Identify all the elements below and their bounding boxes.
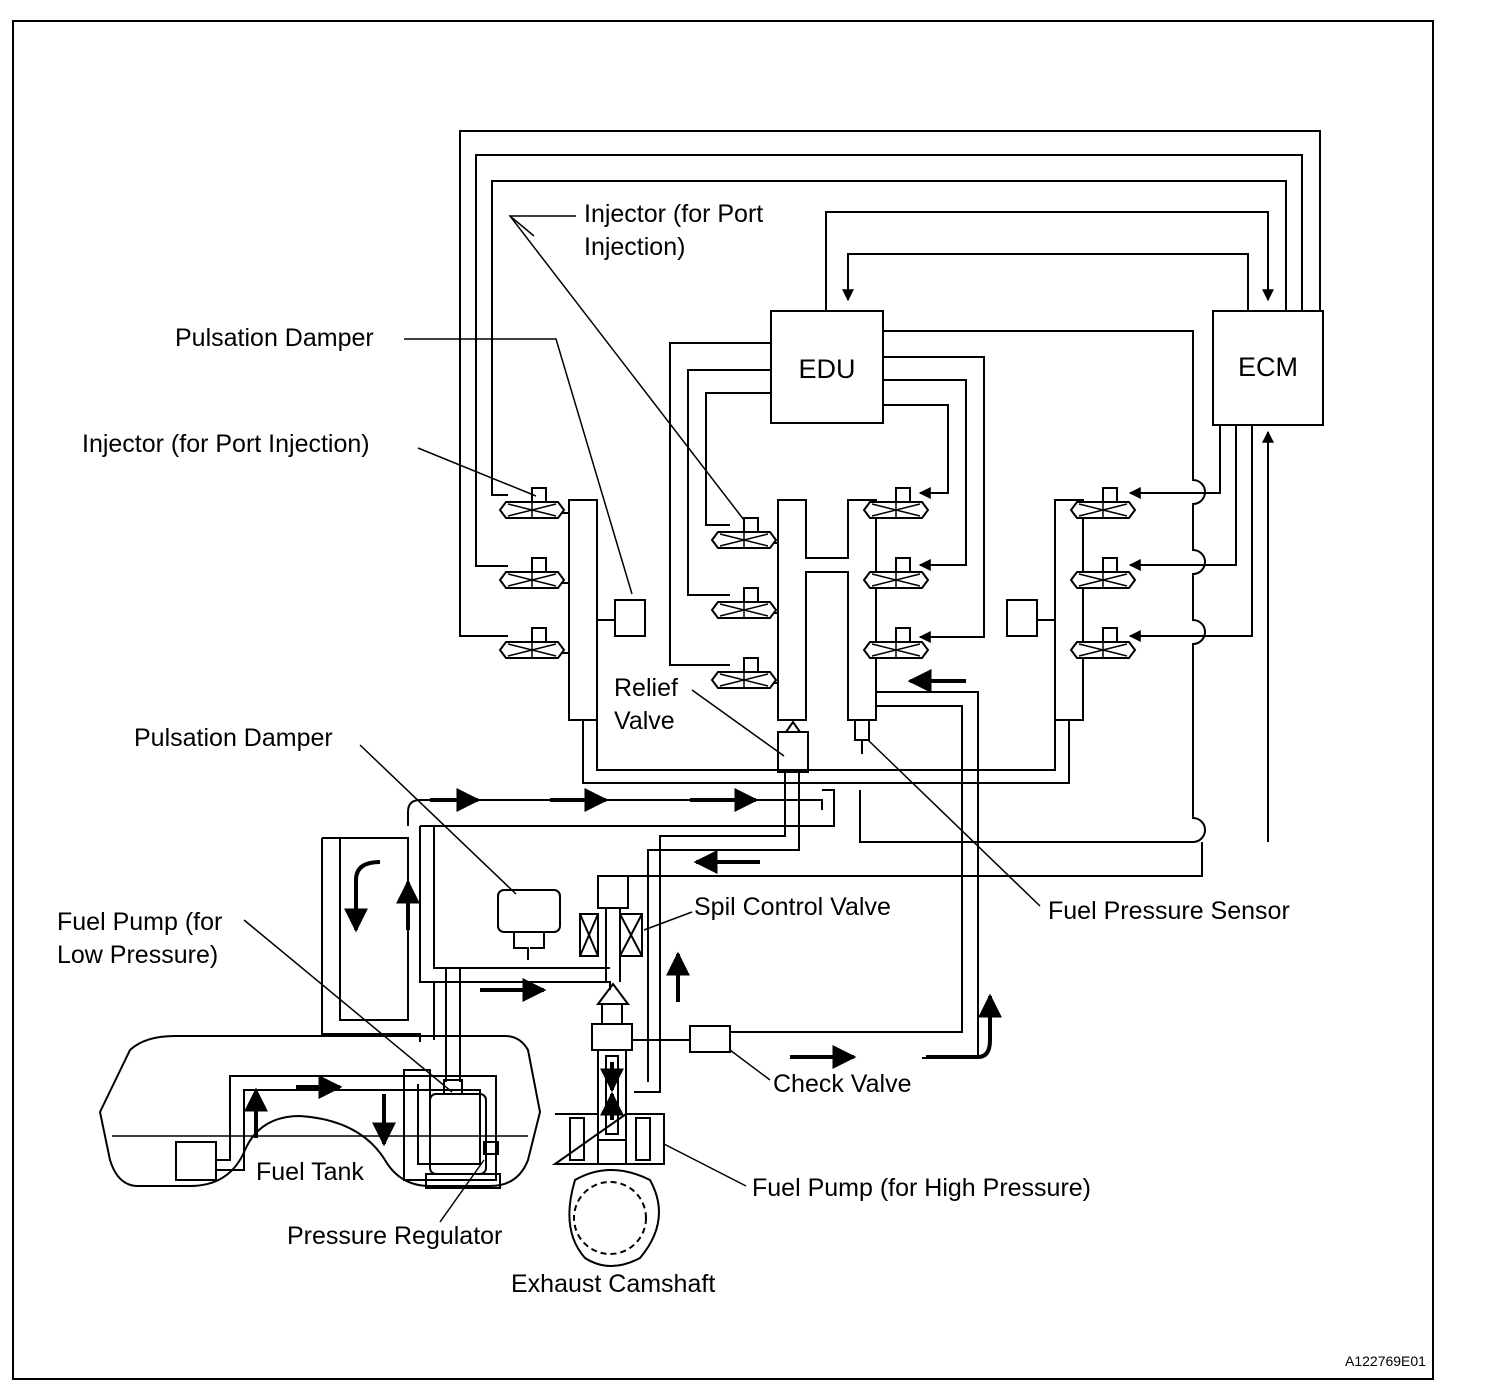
leader-lines bbox=[243, 215, 1041, 1223]
label-fuel-pump-low: Fuel Pump (for Low Pressure) bbox=[57, 908, 223, 969]
wire-edu-inj-r2 bbox=[883, 379, 967, 571]
figure-code: A122769E01 bbox=[1345, 1353, 1426, 1369]
label-relief-valve: Relief Valve bbox=[614, 674, 678, 735]
wire-edu-inj-r1 bbox=[883, 404, 949, 499]
edu-label: EDU bbox=[798, 354, 856, 384]
wire-edu-sensor-loop bbox=[859, 330, 1206, 843]
pressure-regulator-body bbox=[483, 1141, 499, 1155]
wire-edu-inj-l3 bbox=[669, 342, 771, 666]
hp-pump-housing bbox=[551, 1113, 665, 1165]
spill-valve-head bbox=[597, 875, 629, 909]
ecm-box bbox=[1212, 310, 1324, 426]
label-spill-control-valve: Spil Control Valve bbox=[694, 893, 891, 921]
injectors bbox=[499, 487, 1136, 689]
right-delivery-pipe bbox=[1054, 499, 1084, 721]
diagram-frame bbox=[12, 20, 1434, 1380]
wire-ecm-inj-right-3 bbox=[1128, 425, 1253, 642]
exhaust-camshaft-lobe bbox=[568, 1169, 660, 1267]
high-pressure-feed-line bbox=[730, 705, 963, 1033]
label-check-valve: Check Valve bbox=[773, 1070, 912, 1098]
wire-edu-to-ecm bbox=[825, 211, 1274, 312]
flow-arrows bbox=[244, 669, 1002, 1147]
high-pressure-delivery-pipe bbox=[777, 499, 877, 721]
feed-to-gallery bbox=[407, 789, 835, 827]
fuel-tank-outline bbox=[98, 1035, 542, 1187]
wire-edu-inj-r3 bbox=[883, 356, 985, 643]
pulsation-damper-left bbox=[614, 599, 646, 637]
fuel-pressure-sensor-body bbox=[854, 719, 870, 741]
pulsation-damper-right bbox=[1006, 599, 1038, 637]
label-pulsation-damper-mid: Pulsation Damper bbox=[134, 724, 333, 752]
wire-edu-inj-l1 bbox=[705, 392, 771, 526]
wire-ecm-left-injector-3 bbox=[459, 130, 1321, 637]
check-valve-body bbox=[689, 1025, 731, 1053]
fuel-pump-low-body bbox=[429, 1093, 487, 1175]
relief-valve-body bbox=[777, 731, 809, 773]
label-pulsation-damper-top: Pulsation Damper bbox=[175, 324, 374, 352]
fuel-strainer bbox=[175, 1141, 217, 1181]
wire-edu-inj-l2 bbox=[687, 369, 771, 596]
left-delivery-pipe bbox=[568, 499, 598, 721]
label-injector-port-left: Injector (for Port Injection) bbox=[82, 430, 370, 458]
wire-ecm-left-injector-2 bbox=[475, 154, 1303, 567]
wire-ecm-left-injector-1 bbox=[491, 180, 1287, 496]
tank-return-line bbox=[322, 837, 409, 1021]
ecm-label: ECM bbox=[1238, 352, 1298, 382]
label-fuel-pump-high: Fuel Pump (for High Pressure) bbox=[752, 1174, 1092, 1202]
label-injector-port-top: Injector (for Port Injection) bbox=[584, 200, 764, 261]
wire-ecm-inj-right-1 bbox=[1128, 425, 1221, 499]
label-exhaust-camshaft: Exhaust Camshaft bbox=[511, 1270, 716, 1298]
label-fuel-pressure-sensor: Fuel Pressure Sensor bbox=[1048, 897, 1290, 925]
wire-ecm-inj-right-2 bbox=[1128, 425, 1237, 571]
wire-ecm-to-edu bbox=[842, 253, 1249, 312]
label-pressure-regulator: Pressure Regulator bbox=[287, 1222, 503, 1250]
edu-box bbox=[770, 310, 884, 424]
hp-return-line bbox=[634, 772, 786, 1093]
pulsation-damper-mid bbox=[497, 889, 561, 933]
label-fuel-tank: Fuel Tank bbox=[256, 1158, 364, 1186]
